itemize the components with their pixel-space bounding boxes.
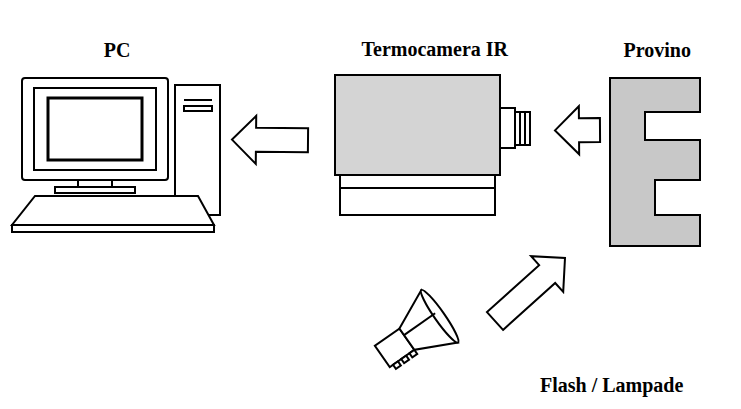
lamp-node: Flash / Lampade [375, 285, 470, 375]
computer-illustration [12, 78, 220, 232]
figure-label: Flash / Lampade [540, 373, 686, 397]
figure-label: PC [103, 38, 132, 62]
block-arrow [487, 256, 565, 330]
specimen-shape [610, 78, 700, 246]
block-arrow [555, 106, 600, 154]
figure-label: Termocamera IR [360, 37, 509, 61]
specimen-node: Provino [610, 78, 702, 246]
figure-label: Provino [622, 38, 692, 62]
camera-node: Termocamera IR [335, 75, 532, 217]
pc-node: PC [10, 78, 222, 232]
lamp-illustration [364, 287, 462, 382]
block-arrow [232, 116, 308, 164]
camera-illustration [335, 75, 530, 215]
